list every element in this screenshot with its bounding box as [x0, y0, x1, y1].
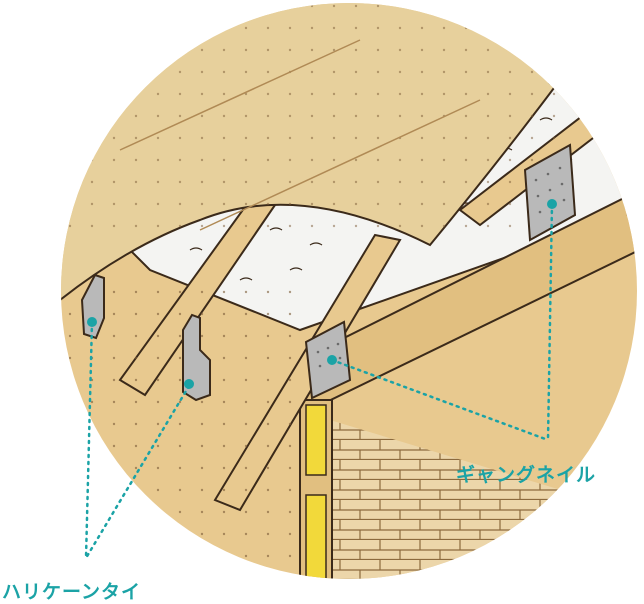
leader-lines — [84, 202, 554, 560]
gang-nail-label: ギャングネイル — [456, 464, 597, 486]
plate-teeth — [316, 166, 566, 368]
leader-gang-upper — [546, 202, 554, 442]
circular-detail-view — [61, 3, 637, 579]
sheathing-nails — [61, 3, 560, 240]
wall-nails — [61, 280, 300, 579]
leader-gang-lower — [330, 358, 550, 442]
marker-hurricane-right — [184, 379, 194, 389]
stud-insulation-lower — [305, 494, 327, 579]
stud-insulation-upper — [305, 404, 327, 476]
marker-hurricane-left — [87, 317, 97, 327]
hurricane-tie-label: ハリケーンタイ — [2, 581, 142, 603]
sheathing-seams — [119, 39, 481, 231]
leader-dots — [87, 199, 557, 389]
leader-hurricane-left — [84, 320, 94, 560]
gang-nail-plate-upper — [523, 143, 577, 242]
marker-gang-upper — [547, 199, 557, 209]
leader-hurricane-right — [84, 384, 191, 560]
marker-gang-lower — [327, 355, 337, 365]
hurricane-tie-bracket-right — [182, 313, 211, 402]
